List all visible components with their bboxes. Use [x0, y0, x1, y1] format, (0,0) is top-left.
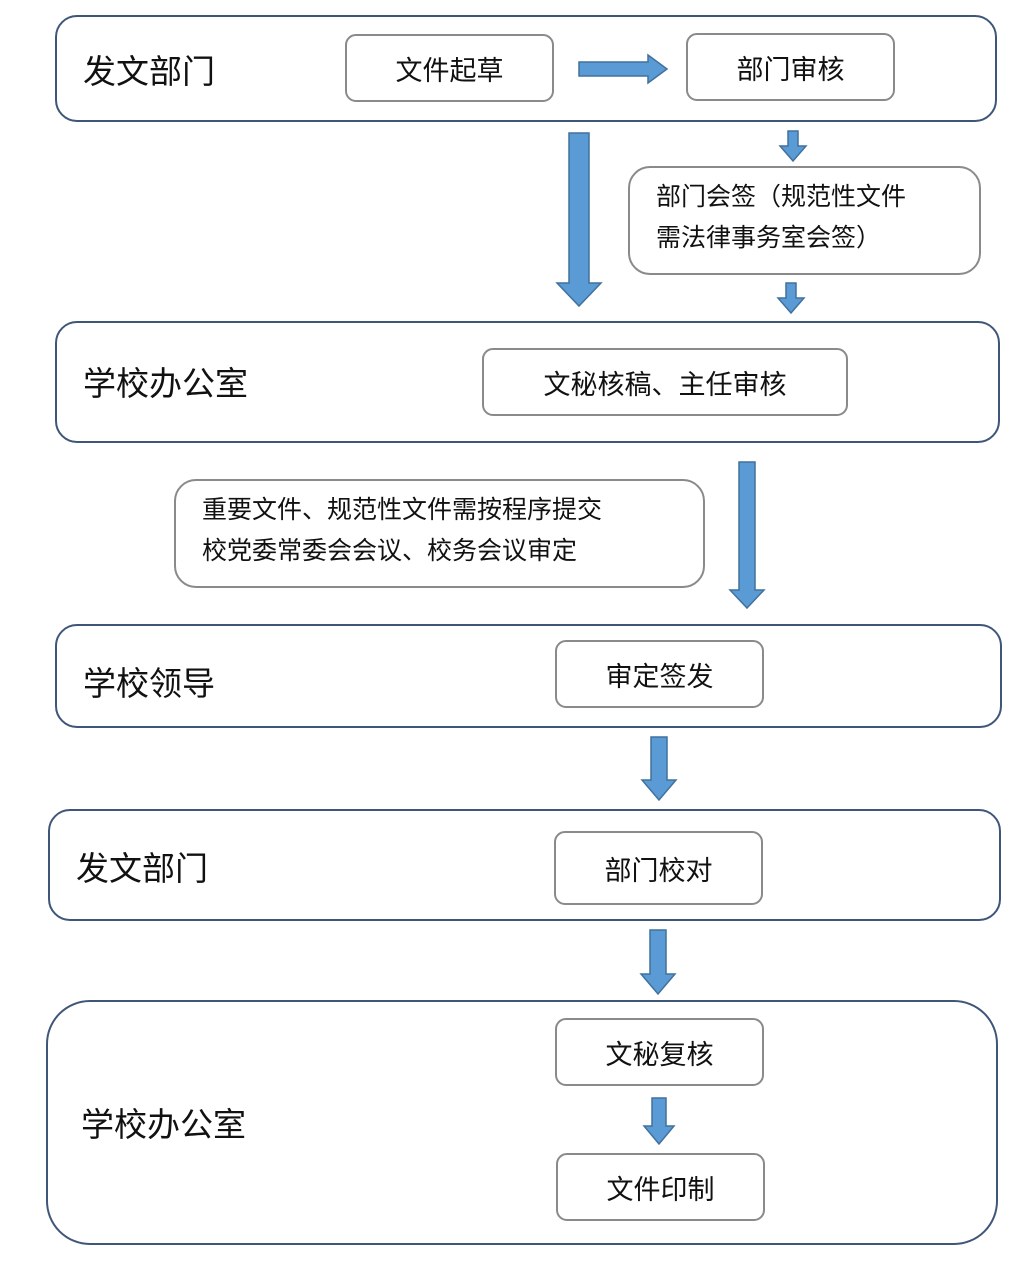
lane-label: 学校办公室 [81, 1105, 246, 1144]
arrow-down-icon [728, 461, 766, 610]
lane-dept-proof: 发文部门 [48, 809, 1001, 921]
arrow-down-icon [639, 929, 677, 996]
arrow-down-icon [555, 132, 603, 308]
node-approve-sign: 审定签发 [555, 640, 764, 708]
lane-label: 学校领导 [83, 664, 215, 703]
arrow-down-icon [640, 736, 678, 802]
arrow-down-icon [778, 130, 808, 163]
node-draft: 文件起草 [345, 34, 554, 102]
node-secretary-recheck: 文秘复核 [555, 1018, 764, 1086]
node-print: 文件印制 [556, 1153, 765, 1221]
arrow-down-icon [642, 1097, 676, 1146]
lane-label: 学校办公室 [83, 364, 248, 403]
lane-label: 发文部门 [83, 52, 215, 91]
node-dept-proof: 部门校对 [554, 831, 763, 905]
lane-label: 发文部门 [76, 849, 208, 888]
note-line: 部门会签（规范性文件 [656, 182, 907, 211]
node-secretary-review: 文秘核稿、主任审核 [482, 348, 848, 416]
arrow-right-icon [578, 53, 669, 85]
note-line: 需法律事务室会签） [656, 223, 882, 252]
lane-office-print: 学校办公室 [46, 1000, 998, 1245]
lane-leader: 学校领导 [55, 624, 1002, 728]
note-meeting: 重要文件、规范性文件需按程序提交 校党委常委会会议、校务会议审定 [174, 479, 705, 588]
note-countersign: 部门会签（规范性文件 需法律事务室会签） [628, 166, 981, 275]
arrow-down-icon [776, 282, 806, 315]
node-dept-review: 部门审核 [686, 33, 895, 101]
note-line: 校党委常委会会议、校务会议审定 [202, 536, 578, 565]
note-line: 重要文件、规范性文件需按程序提交 [202, 495, 603, 524]
